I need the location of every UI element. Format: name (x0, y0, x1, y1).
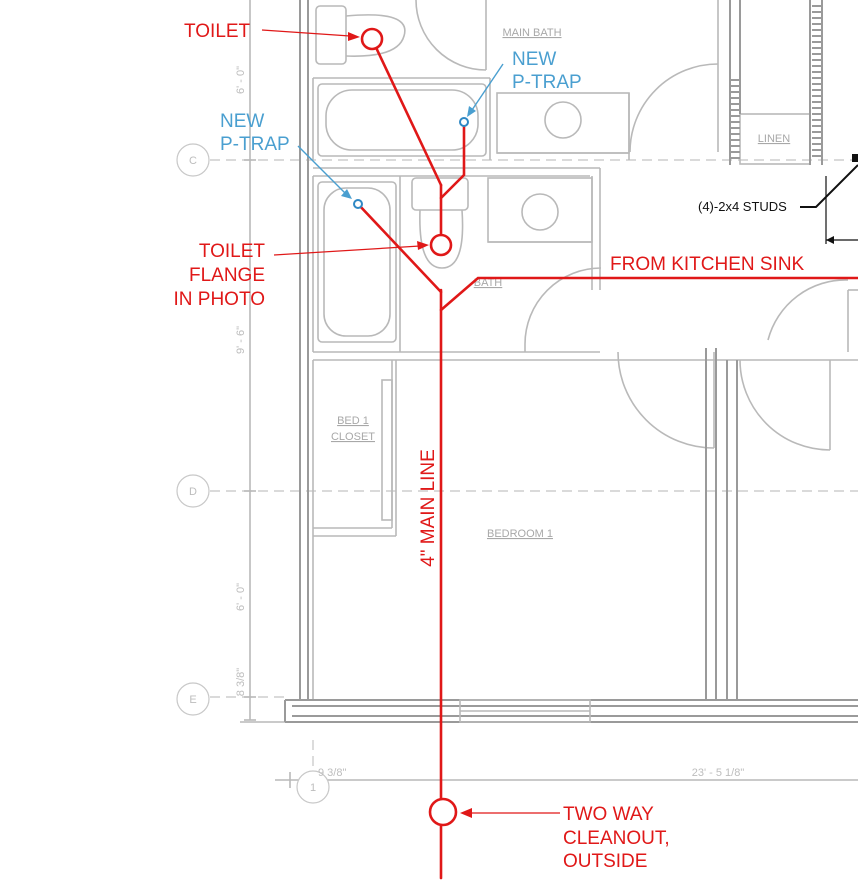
svg-text:1: 1 (310, 782, 316, 794)
walls (284, 0, 858, 723)
annotation-ptrap-left: NEW P-TRAP (220, 111, 352, 199)
grid-bubble-c: C (176, 143, 210, 177)
annotation-ptrap-right: NEW P-TRAP (467, 49, 582, 117)
dim-6-0-lower: 6' - 0" (235, 583, 247, 611)
toilet-flange-label-line2: FLANGE (189, 265, 265, 286)
annotation-main-line: 4" MAIN LINE (418, 449, 439, 567)
room-label-linen: LINEN (758, 133, 790, 145)
grid-bubble-1: 1 (296, 770, 330, 804)
dim-6-0-upper: 6' - 0" (235, 66, 247, 94)
studs-note: (4)-2x4 STUDS (698, 154, 858, 244)
dim-23-5-1-8: 23' - 5 1/8" (692, 767, 745, 779)
cleanout-marker (428, 797, 458, 827)
ptrap-right-label-line2: P-TRAP (512, 72, 582, 93)
room-label-bath: BATH (474, 277, 503, 289)
dim-8-3-8: 8 3/8" (235, 668, 247, 696)
ptrap-left-label-line1: NEW (220, 111, 264, 132)
kitchen-sink-label: FROM KITCHEN SINK (610, 254, 805, 275)
toilet-flange-marker (429, 233, 453, 257)
annotation-toilet: TOILET (184, 21, 360, 42)
toilet-flange-label-line3: IN PHOTO (174, 289, 266, 310)
ptrap-right-marker (459, 117, 469, 127)
annotation-cleanout: TWO WAY CLEANOUT, OUTSIDE (460, 804, 670, 872)
dim-9-3-8: 9 3/8" (318, 767, 346, 779)
room-labels: MAIN BATH LINEN BATH BED 1 CLOSET BEDROO… (331, 27, 790, 540)
svg-text:D: D (189, 486, 197, 498)
cleanout-label-line1: TWO WAY (563, 804, 654, 825)
room-label-main-bath: MAIN BATH (502, 27, 561, 39)
toilet-branch-pipe (370, 37, 443, 187)
main-line-label: 4" MAIN LINE (418, 449, 439, 567)
dim-9-6: 9' - 6" (235, 326, 247, 354)
ptrap-left-label-line2: P-TRAP (220, 134, 290, 155)
room-label-closet-line1: BED 1 (337, 415, 369, 427)
toilet-label: TOILET (184, 21, 251, 42)
dimension-lines (240, 0, 858, 788)
dimension-labels: 6' - 0" 9' - 6" 6' - 0" 8 3/8" 9 3/8" 23… (235, 66, 744, 779)
room-label-closet-line2: CLOSET (331, 431, 375, 443)
studs-note-text: (4)-2x4 STUDS (698, 199, 787, 214)
main-bath-tub-branch-pipe (439, 120, 466, 200)
room-label-bedroom1: BEDROOM 1 (487, 528, 553, 540)
ptrap-right-label-line1: NEW (512, 49, 556, 70)
annotation-toilet-flange: TOILET FLANGE IN PHOTO (174, 241, 429, 310)
kitchen-sink-branch-pipe (439, 276, 858, 312)
cleanout-label-line3: OUTSIDE (563, 851, 647, 872)
cleanout-label-line2: CLEANOUT, (563, 828, 670, 849)
ptrap-left-marker (353, 199, 363, 209)
svg-text:E: E (189, 694, 196, 706)
bath-tub-branch-pipe (356, 202, 443, 294)
grid-bubbles: C D E 1 (176, 143, 330, 804)
toilet-marker (360, 27, 384, 51)
svg-text:C: C (189, 155, 197, 167)
annotation-kitchen-sink: FROM KITCHEN SINK (610, 254, 805, 275)
grid-bubble-d: D (176, 474, 210, 508)
drain-piping (353, 27, 858, 880)
toilet-flange-label-line1: TOILET (199, 241, 266, 262)
grid-bubble-e: E (176, 682, 210, 716)
